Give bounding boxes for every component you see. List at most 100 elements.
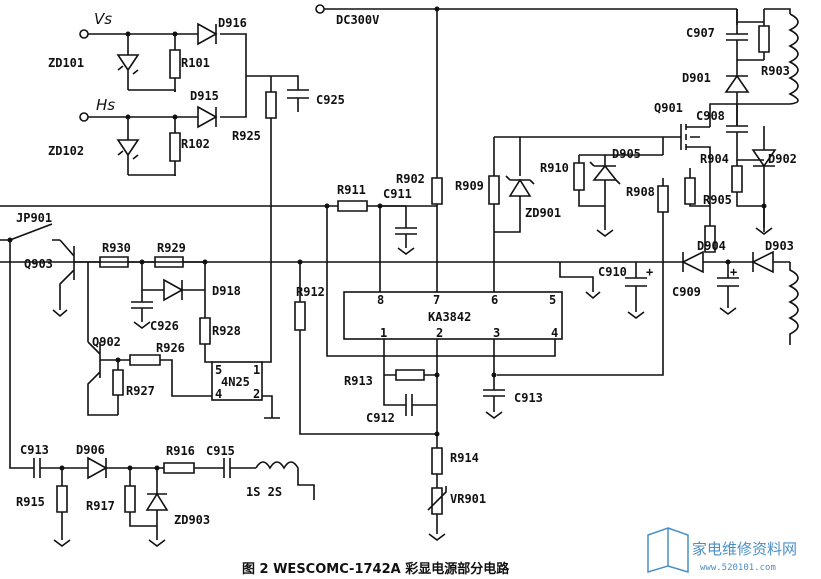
diode-d906 [87,456,164,480]
vcc-rail: + + D904 D903 C910 C909 [0,239,799,345]
potentiometer-vr901 [427,486,447,541]
ic-pin-3: 3 [493,326,500,340]
resistor-r101 [169,34,181,92]
resistor-r902 [431,9,443,292]
label-d902: D902 [768,152,797,166]
capacitor-c926 [131,290,153,329]
resistor-r102 [169,117,181,176]
label-r928: R928 [212,324,241,338]
label-c926: C926 [150,319,179,333]
label-d918: D918 [212,284,241,298]
label-zd102: ZD102 [48,144,84,158]
primary-winding [788,13,799,105]
label-r910: R910 [540,161,569,175]
transistor-q903 [52,239,100,318]
label-r915: R915 [16,495,45,509]
resistor-r914 [431,434,443,488]
label-d903: D903 [765,239,794,253]
resistor-r911 [337,200,368,212]
resistor-r910 [573,155,605,207]
resistor-r915 [53,468,71,547]
resistor-r912 [294,262,437,435]
label-r916: R916 [166,444,195,458]
bottom-section: C913 D906 R915 R917 ZD903 R916 C915 1S 2… [9,240,315,547]
diode-d903 [751,250,774,274]
opto-name: 4N25 [221,375,250,389]
label-d906: D906 [76,443,105,457]
label-d916: D916 [218,16,247,30]
capacitor-c909 [717,262,739,315]
aux-winding [788,262,799,345]
optocoupler-4n25 [211,361,263,401]
label-jp901: JP901 [16,211,52,225]
label-r909: R909 [455,179,484,193]
label-r930: R930 [102,241,131,255]
diode-d904 [681,250,704,274]
label-r925: R925 [232,129,261,143]
capacitor-c913 [9,240,88,478]
label-d905: D905 [612,147,641,161]
label-q902: Q902 [92,335,121,349]
ic-pin-1: 1 [380,326,387,340]
label-zd903: ZD903 [174,513,210,527]
label-r912: R912 [296,285,325,299]
label-c907: C907 [686,26,715,40]
label-r917: R917 [86,499,115,513]
ic-pin-6: 6 [491,293,498,307]
label-r911: R911 [337,183,366,197]
label-c915: C915 [206,444,235,458]
resistor-r905 [704,206,716,253]
capacitor-c925 [246,75,309,112]
opto-pin-1: 1 [253,363,260,377]
primary-section: C907 R903 D901 Q901 C908 R904 D902 R905 [494,8,799,253]
diode-d915 [197,105,218,129]
label-r904: R904 [700,152,729,166]
resistor-r905b [684,168,710,207]
resistor-r903 [758,22,770,60]
capacitor-c913b [483,375,505,419]
label-c925: C925 [316,93,345,107]
hs-label: Hs [96,96,115,114]
diode-d901 [724,60,750,126]
ka3842-ic: KA3842 8 7 6 5 1 2 3 4 R912 R913 C912 C9… [294,206,563,541]
label-c911: C911 [383,187,412,201]
resistor-r916 [163,462,224,474]
watermark: 家电维修资料网 www.520101.com [647,526,797,574]
zener-zd101 [116,34,140,90]
label-q903: Q903 [24,257,53,271]
zener-zd901 [494,137,535,233]
dc300v-label: DC300V [336,13,379,27]
diode-d916 [197,22,218,46]
label-coil: 1S 2S [246,485,282,499]
label-zd101: ZD101 [48,56,84,70]
label-r903: R903 [761,64,790,78]
label-r929: R929 [157,241,186,255]
label-c913-top: C913 [514,391,543,405]
jumper-jp901 [0,223,60,241]
resistor-r908 [497,137,669,376]
label-r908: R908 [626,185,655,199]
ic-pin-2: 2 [436,326,443,340]
label-d901: D901 [682,71,711,85]
resistor-r917 [124,468,157,527]
resistor-r929 [154,256,205,268]
ground-symbol [755,206,773,235]
ic-name: KA3842 [428,310,471,324]
feedback-rail: R911 C911 [0,183,437,292]
vs-label: Vs [94,10,112,28]
c910-plus: + [646,265,653,279]
label-vr901: VR901 [450,492,486,506]
opto-pin-2: 2 [253,387,260,401]
watermark-site: www.520101.com [700,563,776,573]
diode-d905 [579,154,663,230]
resistor-r904 [731,160,764,207]
label-d904: D904 [697,239,726,253]
gate-drive: R909 ZD901 R910 D905 R908 [455,137,669,376]
resistor-r913 [384,369,437,381]
label-c910: C910 [598,265,627,279]
capacitor-c911 [395,206,417,255]
opto-pin-5: 5 [215,363,222,377]
resistor-r928 [199,262,212,363]
